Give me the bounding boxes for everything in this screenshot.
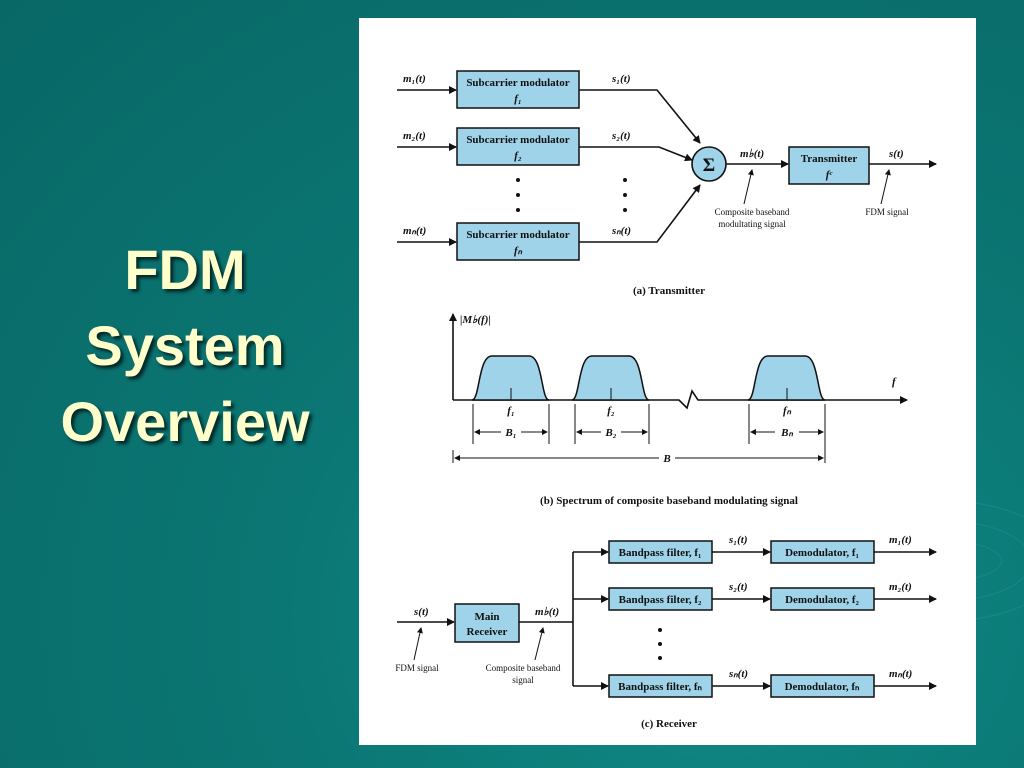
total-bandwidth-label: B	[662, 453, 670, 465]
title-line: Overview	[60, 390, 310, 453]
modulator-label: Subcarrier modulator	[466, 134, 569, 146]
main-receiver-label: Receiver	[467, 626, 508, 638]
composite-note: modultating signal	[718, 219, 786, 229]
modulated-signal-label: s₂(t)	[611, 130, 631, 142]
filter-output-label: s₂(t)	[728, 581, 748, 593]
spectrum-band	[471, 355, 550, 401]
rx-composite-note: signal	[512, 675, 534, 685]
modulated-signal-arrow	[579, 89, 701, 144]
composite-note: Composite baseband	[715, 207, 790, 217]
transmitter-label: Transmitter	[801, 153, 858, 165]
carrier-freq: fᶜ	[826, 169, 834, 181]
tx-input-label: mₙ(t)	[403, 225, 426, 237]
peak-label: f₁	[507, 405, 515, 417]
subcarrier-freq: fₙ	[514, 245, 523, 257]
tx-input-label: m₂(t)	[403, 130, 426, 142]
receiver-section: s(t) Main Receiver m♭(t) Bandpass filter…	[395, 534, 937, 730]
output-signal-label: s(t)	[888, 148, 904, 160]
fdm-note-pointer	[880, 169, 891, 205]
spectrum-band	[747, 355, 826, 401]
tx-input-label: m₁(t)	[403, 73, 426, 85]
subcarrier-modulator-block	[456, 127, 580, 166]
bandpass-filter-label: Bandpass filter, f₂	[619, 594, 702, 606]
transmitter-section: m₁(t) Subcarrier modulator f₁ s₁(t) m₂(t…	[397, 70, 937, 297]
demodulator-label: Demodulator, fₙ	[785, 681, 860, 693]
modulated-signal-label: sₙ(t)	[611, 225, 631, 237]
fdm-figure: m₁(t) Subcarrier modulator f₁ s₁(t) m₂(t…	[359, 18, 976, 745]
bandwidth-label: Bₙ	[780, 427, 793, 439]
slide-title: FDM System Overview	[20, 232, 350, 460]
modulated-signal-arrow	[579, 146, 693, 162]
bandpass-filter-label: Bandpass filter, fₙ	[618, 681, 702, 693]
rx-output-label: mₙ(t)	[889, 668, 912, 680]
rx-fdm-note: FDM signal	[395, 663, 439, 673]
rx-output-label: m₂(t)	[889, 581, 912, 593]
rx-input-label: s(t)	[413, 606, 429, 618]
x-axis-label: f	[892, 376, 897, 388]
transmitter-caption: (a) Transmitter	[633, 285, 705, 297]
main-receiver-block	[454, 603, 520, 643]
rx-output-label: m₁(t)	[889, 534, 912, 546]
ellipsis-dots	[516, 178, 627, 212]
title-line: FDM	[124, 238, 246, 301]
receiver-caption: (c) Receiver	[641, 718, 697, 730]
composite-note-pointer	[743, 169, 754, 205]
rx-composite-label: m♭(t)	[535, 606, 559, 618]
subcarrier-modulator-block	[456, 222, 580, 261]
demodulator-label: Demodulator, f₂	[785, 594, 859, 606]
bandwidth-markers	[452, 404, 826, 463]
rx-composite-note: Composite baseband	[486, 663, 561, 673]
filter-output-label: s₁(t)	[728, 534, 748, 546]
peak-label: f₂	[607, 405, 615, 417]
rx-fdm-note-pointer	[413, 627, 423, 661]
ellipsis-dots	[658, 628, 662, 660]
bandpass-filter-label: Bandpass filter, f₁	[619, 547, 702, 559]
sigma-symbol: Σ	[703, 155, 715, 176]
spectrum-band	[571, 355, 650, 401]
demodulator-label: Demodulator, f₁	[785, 547, 859, 559]
subcarrier-freq: f₂	[514, 150, 522, 162]
transmitter-block	[788, 146, 870, 185]
filter-output-label: sₙ(t)	[728, 668, 748, 680]
fdm-diagram-svg: m₁(t) Subcarrier modulator f₁ s₁(t) m₂(t…	[395, 70, 937, 730]
spectrum-section: |M♭(f)| f f₁ f₂ fₙ B₁ B₂ Bₙ B	[449, 313, 908, 507]
bandwidth-label: B₁	[504, 427, 516, 439]
modulated-signal-label: s₁(t)	[611, 73, 631, 85]
main-receiver-label: Main	[474, 611, 499, 623]
spectrum-caption: (b) Spectrum of composite baseband modul…	[540, 495, 798, 507]
fdm-note: FDM signal	[865, 207, 909, 217]
modulator-label: Subcarrier modulator	[466, 77, 569, 89]
modulated-signal-arrow	[579, 184, 701, 243]
subcarrier-freq: f₁	[514, 93, 522, 105]
subcarrier-modulator-block	[456, 70, 580, 109]
rx-composite-note-pointer	[534, 627, 545, 661]
modulator-label: Subcarrier modulator	[466, 229, 569, 241]
peak-label: fₙ	[783, 405, 792, 417]
y-axis-label: |M♭(f)|	[460, 314, 491, 326]
composite-signal-label: m♭(t)	[740, 148, 764, 160]
bandwidth-label: B₂	[604, 427, 616, 439]
title-line: System	[85, 314, 285, 377]
